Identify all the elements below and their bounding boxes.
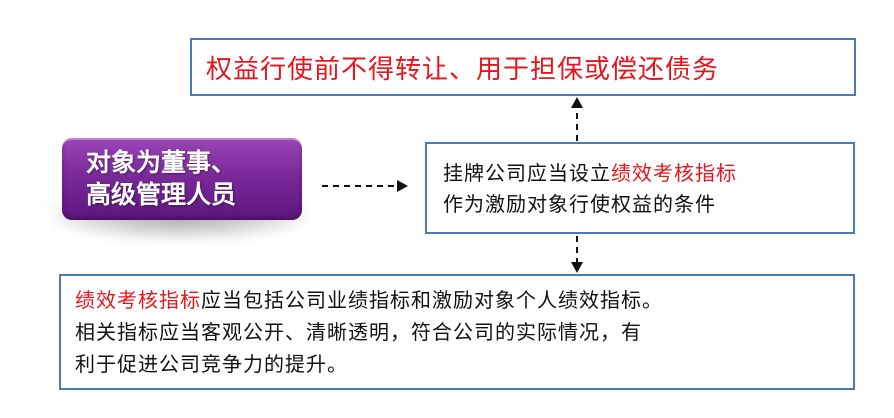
condition-box: 挂牌公司应当设立绩效考核指标 作为激励对象行使权益的条件 xyxy=(425,142,855,234)
top-constraint-box: 权益行使前不得转让、用于担保或偿还债务 xyxy=(190,38,856,96)
condition-highlight: 绩效考核指标 xyxy=(611,161,737,185)
subject-line-1: 对象为董事、 xyxy=(86,148,237,177)
indicator-line-1: 绩效考核指标应当包括公司业绩指标和激励对象个人绩效指标。 xyxy=(75,284,853,316)
condition-text-a: 挂牌公司应当设立 xyxy=(443,161,611,185)
subject-line-2: 高级管理人员 xyxy=(86,180,237,209)
subject-badge: 对象为董事、 高级管理人员 xyxy=(62,138,302,220)
arrowhead-down xyxy=(571,262,583,273)
arrowhead-right xyxy=(397,180,408,192)
arrowhead-up xyxy=(571,97,583,108)
top-constraint-text: 权益行使前不得转让、用于担保或偿还债务 xyxy=(206,54,720,85)
indicator-line-2: 相关指标应当客观公开、清晰透明，符合公司的实际情况，有 xyxy=(75,320,642,344)
indicator-box: 绩效考核指标应当包括公司业绩指标和激励对象个人绩效指标。 相关指标应当客观公开、… xyxy=(59,274,855,390)
condition-line-1: 挂牌公司应当设立绩效考核指标 xyxy=(443,158,853,189)
indicator-line-3: 利于促进公司竞争力的提升。 xyxy=(75,352,348,376)
condition-line-2: 作为激励对象行使权益的条件 xyxy=(443,192,716,216)
indicator-text-a: 应当包括公司业绩指标和激励对象个人绩效指标。 xyxy=(201,288,663,312)
indicator-highlight: 绩效考核指标 xyxy=(75,288,201,312)
